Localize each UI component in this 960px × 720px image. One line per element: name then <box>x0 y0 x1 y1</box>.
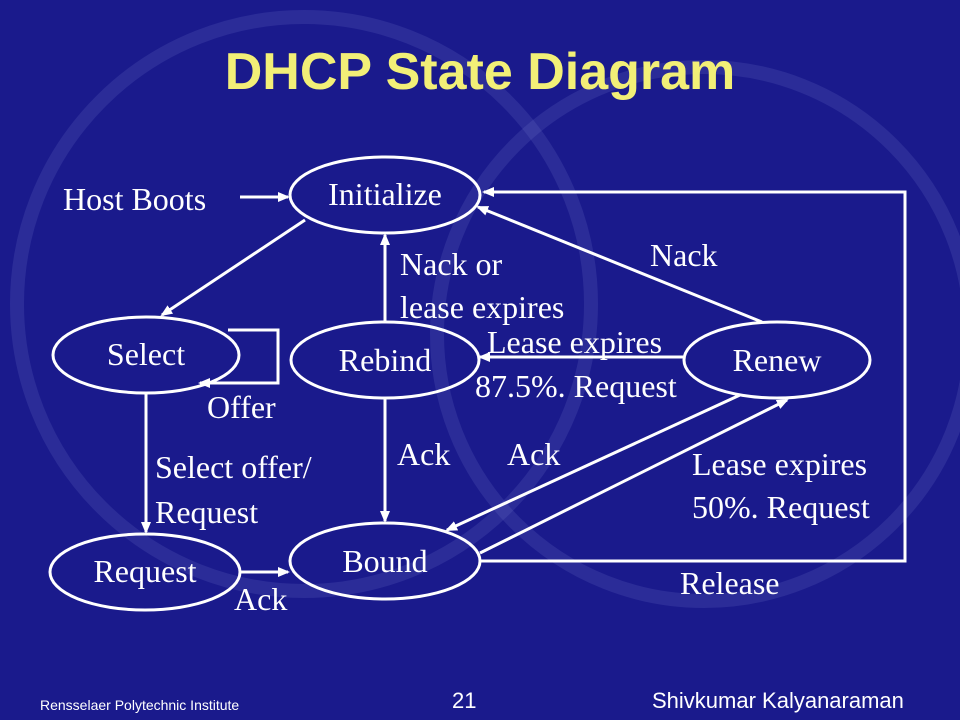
footer-page-number: 21 <box>452 688 477 713</box>
state-renew: Renew <box>682 320 872 400</box>
arrow-release <box>480 187 907 563</box>
label-lease-expires-875-line2: 87.5%. Request <box>475 368 677 404</box>
label-nack: Nack <box>650 237 718 273</box>
label-lease-expires-875-line1: Lease expires <box>487 324 662 360</box>
state-select: Select <box>51 315 241 395</box>
label-ack-renew: Ack <box>507 436 560 472</box>
state-initialize-label: Initialize <box>328 176 442 212</box>
state-request-label: Request <box>93 553 196 589</box>
arrow-initialize-to-select <box>160 218 306 317</box>
state-select-label: Select <box>107 336 185 372</box>
state-request: Request <box>48 532 242 612</box>
label-host-boots: Host Boots <box>63 181 206 217</box>
state-rebind-label: Rebind <box>339 342 431 378</box>
state-initialize: Initialize <box>288 155 482 235</box>
label-nack-or: Nack or <box>400 246 503 282</box>
label-lease-expires-50-line2: 50%. Request <box>692 489 870 525</box>
state-bound: Bound <box>288 521 482 601</box>
label-select-offer-line1: Select offer/ <box>155 449 312 485</box>
label-select-offer-line2: Request <box>155 494 258 530</box>
label-offer: Offer <box>207 389 276 425</box>
arrow-renew-to-bound <box>445 393 741 532</box>
label-ack-rebind: Ack <box>397 436 450 472</box>
label-lease-expires-50-line1: Lease expires <box>692 446 867 482</box>
slide-title: DHCP State Diagram <box>224 43 736 101</box>
label-ack-request: Ack <box>234 581 287 617</box>
footer-institute: Rensselaer Polytechnic Institute <box>40 697 240 713</box>
state-rebind: Rebind <box>289 320 481 400</box>
arrow-bound-to-renew <box>479 398 789 555</box>
arrow-offer-loop <box>198 328 280 388</box>
state-bound-label: Bound <box>342 543 427 579</box>
label-lease-expires: lease expires <box>400 289 564 325</box>
label-release: Release <box>680 565 780 601</box>
state-renew-label: Renew <box>733 342 822 378</box>
arrow-renew-to-initialize <box>476 205 763 324</box>
footer-author: Shivkumar Kalyanaraman <box>652 688 904 713</box>
